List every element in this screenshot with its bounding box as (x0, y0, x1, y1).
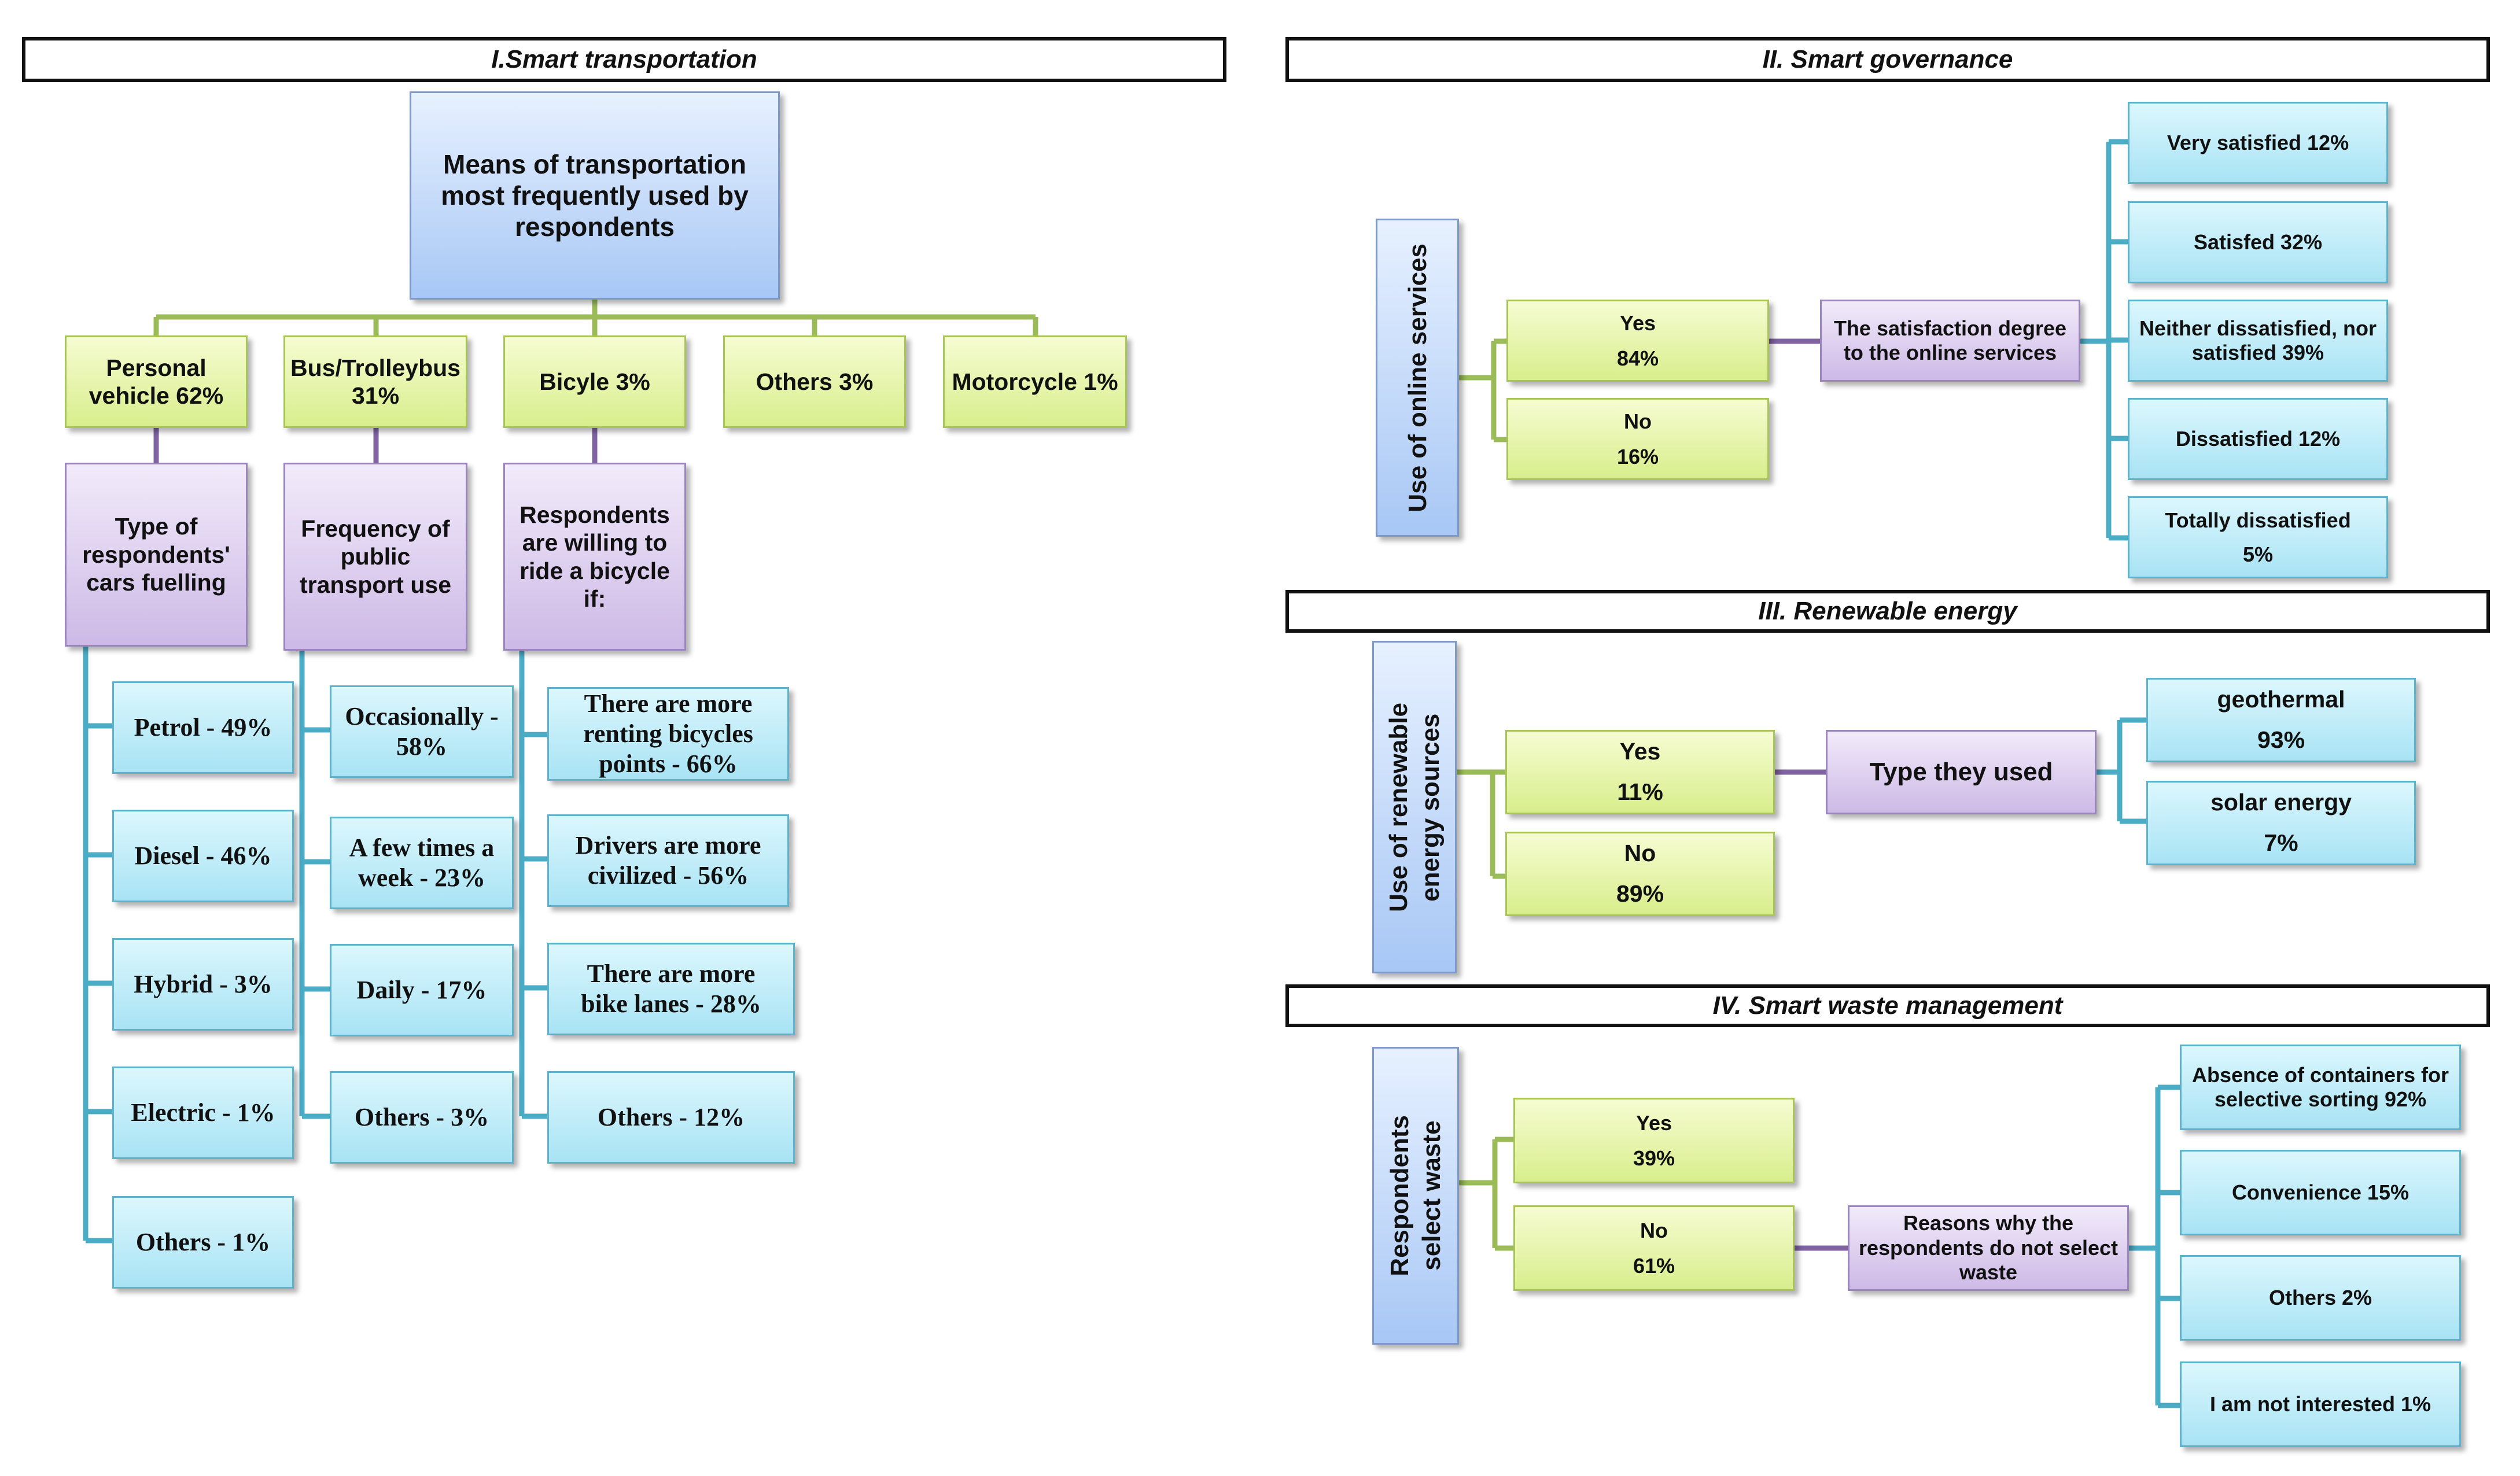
waste-reason-item: I am not interested 1% (2180, 1361, 2461, 1447)
waste-yes-label: Yes 39% (1633, 1110, 1675, 1170)
fuelling-title-label: Type of respondents' cars fuelling (82, 513, 230, 596)
waste-reason-item: Convenience 15% (2180, 1150, 2461, 1235)
section-header-transport: I.Smart transportation (22, 37, 1226, 82)
frequency-item: Others - 3% (330, 1071, 514, 1164)
renewable-yes-node: Yes 11% (1505, 730, 1775, 814)
renewable-type-node: Type they used (1826, 730, 2097, 814)
mode-bicycle: Bicyle 3% (503, 335, 686, 428)
fuelling-item-label: Petrol - 49% (134, 713, 272, 742)
renewable-root-node: Use of renewable energy sources (1372, 641, 1457, 973)
renewable-type-label: Type they used (1869, 758, 2053, 787)
bicycle-conditions-title-label: Respondents are willing to ride a bicycl… (520, 501, 670, 612)
renewable-type-item-label: geothermal 93% (2217, 686, 2345, 753)
bicycle-condition-item: Drivers are more civilized - 56% (547, 814, 789, 907)
waste-reason-item-label: Absence of containers for selective sort… (2191, 1062, 2449, 1111)
frequency-title-node: Frequency of public transport use (283, 463, 467, 651)
waste-reason-item: Absence of containers for selective sort… (2180, 1045, 2461, 1130)
satisfaction-level-label: Totally dissatisfied 5% (2165, 508, 2351, 566)
bicycle-condition-item-label: There are more renting bicycles points -… (583, 689, 753, 778)
governance-yes-label: Yes 84% (1616, 311, 1659, 370)
mode-bus-trolleybus-label: Bus/Trolleybus 31% (290, 354, 460, 409)
bicycle-conditions-title-node: Respondents are willing to ride a bicycl… (503, 463, 686, 651)
governance-no-label: No 16% (1616, 409, 1659, 468)
waste-reason-item: Others 2% (2180, 1255, 2461, 1341)
renewable-no-node: No 89% (1505, 832, 1775, 916)
waste-no-node: No 61% (1513, 1205, 1795, 1291)
renewable-no-label: No 89% (1616, 840, 1664, 907)
bicycle-condition-item-label: Drivers are more civilized - 56% (575, 831, 761, 890)
mode-bicycle-label: Bicyle 3% (539, 368, 650, 395)
satisfaction-level-item: Dissatisfied 12% (2128, 398, 2388, 480)
fuelling-item-label: Diesel - 46% (134, 842, 272, 870)
section-header-waste: IV. Smart waste management (1285, 984, 2490, 1027)
fuelling-title-node: Type of respondents' cars fuelling (65, 463, 248, 647)
renewable-type-item-label: solar energy 7% (2210, 789, 2352, 856)
renewable-type-item: solar energy 7% (2146, 781, 2416, 865)
bicycle-condition-item: There are more renting bicycles points -… (547, 687, 789, 781)
satisfaction-level-item: Totally dissatisfied 5% (2128, 496, 2388, 578)
waste-no-label: No 61% (1633, 1218, 1675, 1278)
satisfaction-degree-node: The satisfaction degree to the online se… (1820, 300, 2080, 382)
mode-personal-vehicle-label: Personal vehicle 62% (89, 354, 224, 409)
fuelling-item-label: Hybrid - 3% (134, 970, 272, 999)
satisfaction-level-item: Very satisfied 12% (2128, 102, 2388, 184)
governance-root-label: Use of online services (1403, 243, 1432, 512)
satisfaction-degree-label: The satisfaction degree to the online se… (1833, 316, 2067, 364)
waste-reason-item-label: Convenience 15% (2231, 1180, 2410, 1204)
waste-root-label: Respondents select waste (1386, 1115, 1446, 1276)
satisfaction-level-item: Neither dissatisfied, nor satisfied 39% (2128, 300, 2388, 382)
fuelling-item: Diesel - 46% (112, 810, 294, 902)
frequency-title-label: Frequency of public transport use (300, 515, 451, 598)
mode-others-label: Others 3% (756, 368, 874, 395)
frequency-item-label: Daily - 17% (356, 976, 487, 1005)
fuelling-item: Petrol - 49% (112, 681, 294, 774)
satisfaction-level-item: Satisfed 32% (2128, 201, 2388, 283)
bicycle-condition-item-label: Others - 12% (597, 1103, 745, 1132)
frequency-item-label: Occasionally - 58% (345, 702, 499, 761)
mode-others: Others 3% (723, 335, 906, 428)
frequency-item: Occasionally - 58% (330, 685, 514, 778)
renewable-type-item: geothermal 93% (2146, 678, 2416, 762)
fuelling-item: Hybrid - 3% (112, 938, 294, 1031)
fuelling-item-label: Electric - 1% (131, 1098, 275, 1127)
satisfaction-level-label: Dissatisfied 12% (2175, 426, 2341, 451)
satisfaction-level-label: Very satisfied 12% (2167, 130, 2349, 154)
transport-root-label: Means of transportation most frequently … (441, 149, 749, 242)
mode-personal-vehicle: Personal vehicle 62% (65, 335, 248, 428)
waste-yes-node: Yes 39% (1513, 1098, 1795, 1183)
bicycle-condition-item: Others - 12% (547, 1071, 795, 1164)
fuelling-item: Others - 1% (112, 1196, 294, 1289)
governance-yes-node: Yes 84% (1506, 300, 1769, 382)
section-header-renewable: III. Renewable energy (1285, 590, 2490, 633)
waste-root-node: Respondents select waste (1372, 1047, 1459, 1345)
waste-reasons-label: Reasons why the respondents do not selec… (1858, 1211, 2119, 1285)
mode-motorcycle: Motorcycle 1% (943, 335, 1127, 428)
mode-motorcycle-label: Motorcycle 1% (952, 368, 1118, 395)
governance-root-node: Use of online services (1376, 219, 1459, 537)
renewable-root-label: Use of renewable energy sources (1384, 702, 1445, 912)
bicycle-condition-item-label: There are more bike lanes - 28% (581, 960, 761, 1018)
fuelling-item: Electric - 1% (112, 1067, 294, 1159)
frequency-item-label: A few times a week - 23% (349, 833, 495, 892)
governance-no-node: No 16% (1506, 398, 1769, 480)
satisfaction-level-label: Satisfed 32% (2193, 230, 2323, 254)
mode-bus-trolleybus: Bus/Trolleybus 31% (283, 335, 467, 428)
waste-reason-item-label: I am not interested 1% (2209, 1392, 2431, 1416)
section-header-governance: II. Smart governance (1285, 37, 2490, 82)
waste-reason-item-label: Others 2% (2268, 1285, 2372, 1309)
fuelling-item-label: Others - 1% (135, 1228, 271, 1257)
waste-reasons-node: Reasons why the respondents do not selec… (1848, 1205, 2129, 1291)
renewable-yes-label: Yes 11% (1617, 738, 1663, 805)
frequency-item: Daily - 17% (330, 944, 514, 1036)
transport-root-node: Means of transportation most frequently … (410, 91, 780, 300)
bicycle-condition-item: There are more bike lanes - 28% (547, 943, 795, 1035)
frequency-item-label: Others - 3% (354, 1103, 489, 1132)
satisfaction-level-label: Neither dissatisfied, nor satisfied 39% (2139, 316, 2377, 364)
frequency-item: A few times a week - 23% (330, 817, 514, 909)
